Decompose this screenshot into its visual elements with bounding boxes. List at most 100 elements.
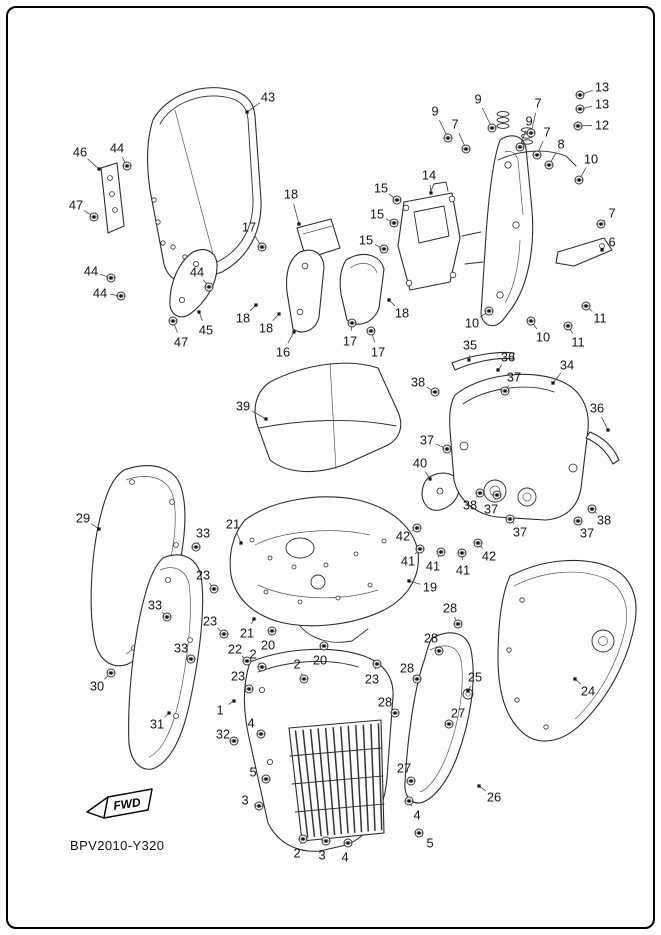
part-number-11: 11 [593, 311, 606, 326]
leader-anchor [395, 198, 399, 202]
leader-anchor [551, 381, 555, 385]
part-number-26: 26 [487, 790, 501, 805]
grille-slat [324, 727, 336, 835]
part-number-7: 7 [451, 117, 458, 132]
grille-slat [332, 727, 343, 835]
leader-anchor [529, 319, 533, 323]
diagram-code: BPV2010-Y320 [70, 838, 165, 853]
leader-anchor [301, 837, 305, 841]
leader-anchor [109, 276, 113, 280]
part-number-18: 18 [236, 311, 250, 326]
bracket-cluster [285, 218, 385, 333]
part-number-31: 31 [150, 717, 164, 732]
center-inner-stay [229, 496, 419, 643]
part-number-12: 12 [595, 118, 609, 133]
part-number-37: 37 [507, 370, 521, 385]
leader-anchor [232, 739, 236, 743]
grille-slat [294, 730, 309, 838]
leader-anchor [109, 671, 113, 675]
right-inner-panel [404, 632, 474, 804]
part-number-23: 23 [231, 669, 245, 684]
leader-line [251, 410, 267, 420]
leader-anchor [529, 131, 533, 135]
leader-anchor [566, 324, 570, 328]
leader-anchor [418, 547, 422, 551]
part-number-7: 7 [543, 125, 550, 140]
part-number-37: 37 [580, 526, 594, 541]
part-number-17: 17 [371, 345, 385, 360]
leader-anchor [245, 110, 249, 114]
grille-slat [309, 729, 322, 837]
leader-anchor [125, 164, 129, 168]
part-number-2: 2 [293, 846, 300, 861]
leader-anchor [252, 617, 256, 621]
part-number-16: 16 [276, 345, 290, 360]
leader-anchor [254, 303, 258, 307]
part-number-8: 8 [557, 137, 564, 152]
part-number-18: 18 [259, 321, 273, 336]
part-number-36: 36 [590, 401, 604, 416]
leader-anchor [445, 447, 449, 451]
part-number-44: 44 [190, 265, 204, 280]
leader-anchor [584, 304, 588, 308]
part-number-23: 23 [365, 672, 379, 687]
part-number-35: 35 [463, 338, 477, 353]
spring [496, 111, 510, 129]
leader-anchor [346, 841, 350, 845]
part-number-28: 28 [400, 661, 414, 676]
part-number-42: 42 [396, 529, 410, 544]
leader-anchor [259, 732, 263, 736]
fwd-flag-body [103, 788, 153, 819]
part-number-5: 5 [249, 765, 256, 780]
leader-anchor [466, 689, 470, 693]
part-number-37: 37 [420, 433, 434, 448]
grille-slat [347, 725, 356, 833]
leader-anchor [573, 677, 577, 681]
part-number-41: 41 [401, 554, 415, 569]
leader-anchor [429, 191, 433, 195]
windshield-stay [169, 249, 218, 318]
part-number-9: 9 [431, 104, 438, 119]
part-number-25: 25 [468, 670, 482, 685]
part-number-33: 33 [196, 526, 210, 541]
leader-line [552, 372, 562, 384]
part-number-41: 41 [456, 563, 470, 578]
leader-anchor [239, 541, 243, 545]
leader-line [601, 416, 609, 431]
grille-slat [362, 724, 370, 832]
part-number-38: 38 [411, 375, 425, 390]
leader-anchor [447, 722, 451, 726]
leader-line [408, 580, 421, 585]
leader-anchor [606, 428, 610, 432]
part-number-27: 27 [451, 706, 465, 721]
leader-anchor [467, 358, 471, 362]
leader-anchor [97, 167, 101, 171]
part-number-27: 27 [397, 761, 411, 776]
leader-anchor [415, 677, 419, 681]
leader-anchor [590, 507, 594, 511]
part-number-19: 19 [423, 580, 437, 595]
leader-anchor [232, 699, 236, 703]
lower-cowl [243, 648, 394, 852]
leader-anchor [264, 777, 268, 781]
leader-anchor [577, 178, 581, 182]
fwd-label: FWD [112, 795, 141, 813]
leader-anchor [375, 662, 379, 666]
part-number-41: 41 [426, 559, 440, 574]
leader-anchor [297, 222, 301, 226]
leader-anchor [433, 390, 437, 394]
leader-anchor [194, 545, 198, 549]
leader-line [293, 203, 300, 225]
part-number-33: 33 [174, 641, 188, 656]
leader-anchor [428, 477, 432, 481]
part-number-39: 39 [236, 399, 250, 414]
part-number-46: 46 [73, 145, 87, 160]
cowling-stay-assembly [461, 111, 613, 327]
leader-anchor [189, 657, 193, 661]
fwd-direction-flag: FWD [86, 788, 153, 819]
part-number-20: 20 [313, 653, 327, 668]
part-number-4: 4 [247, 716, 254, 731]
leader-anchor [165, 615, 169, 619]
